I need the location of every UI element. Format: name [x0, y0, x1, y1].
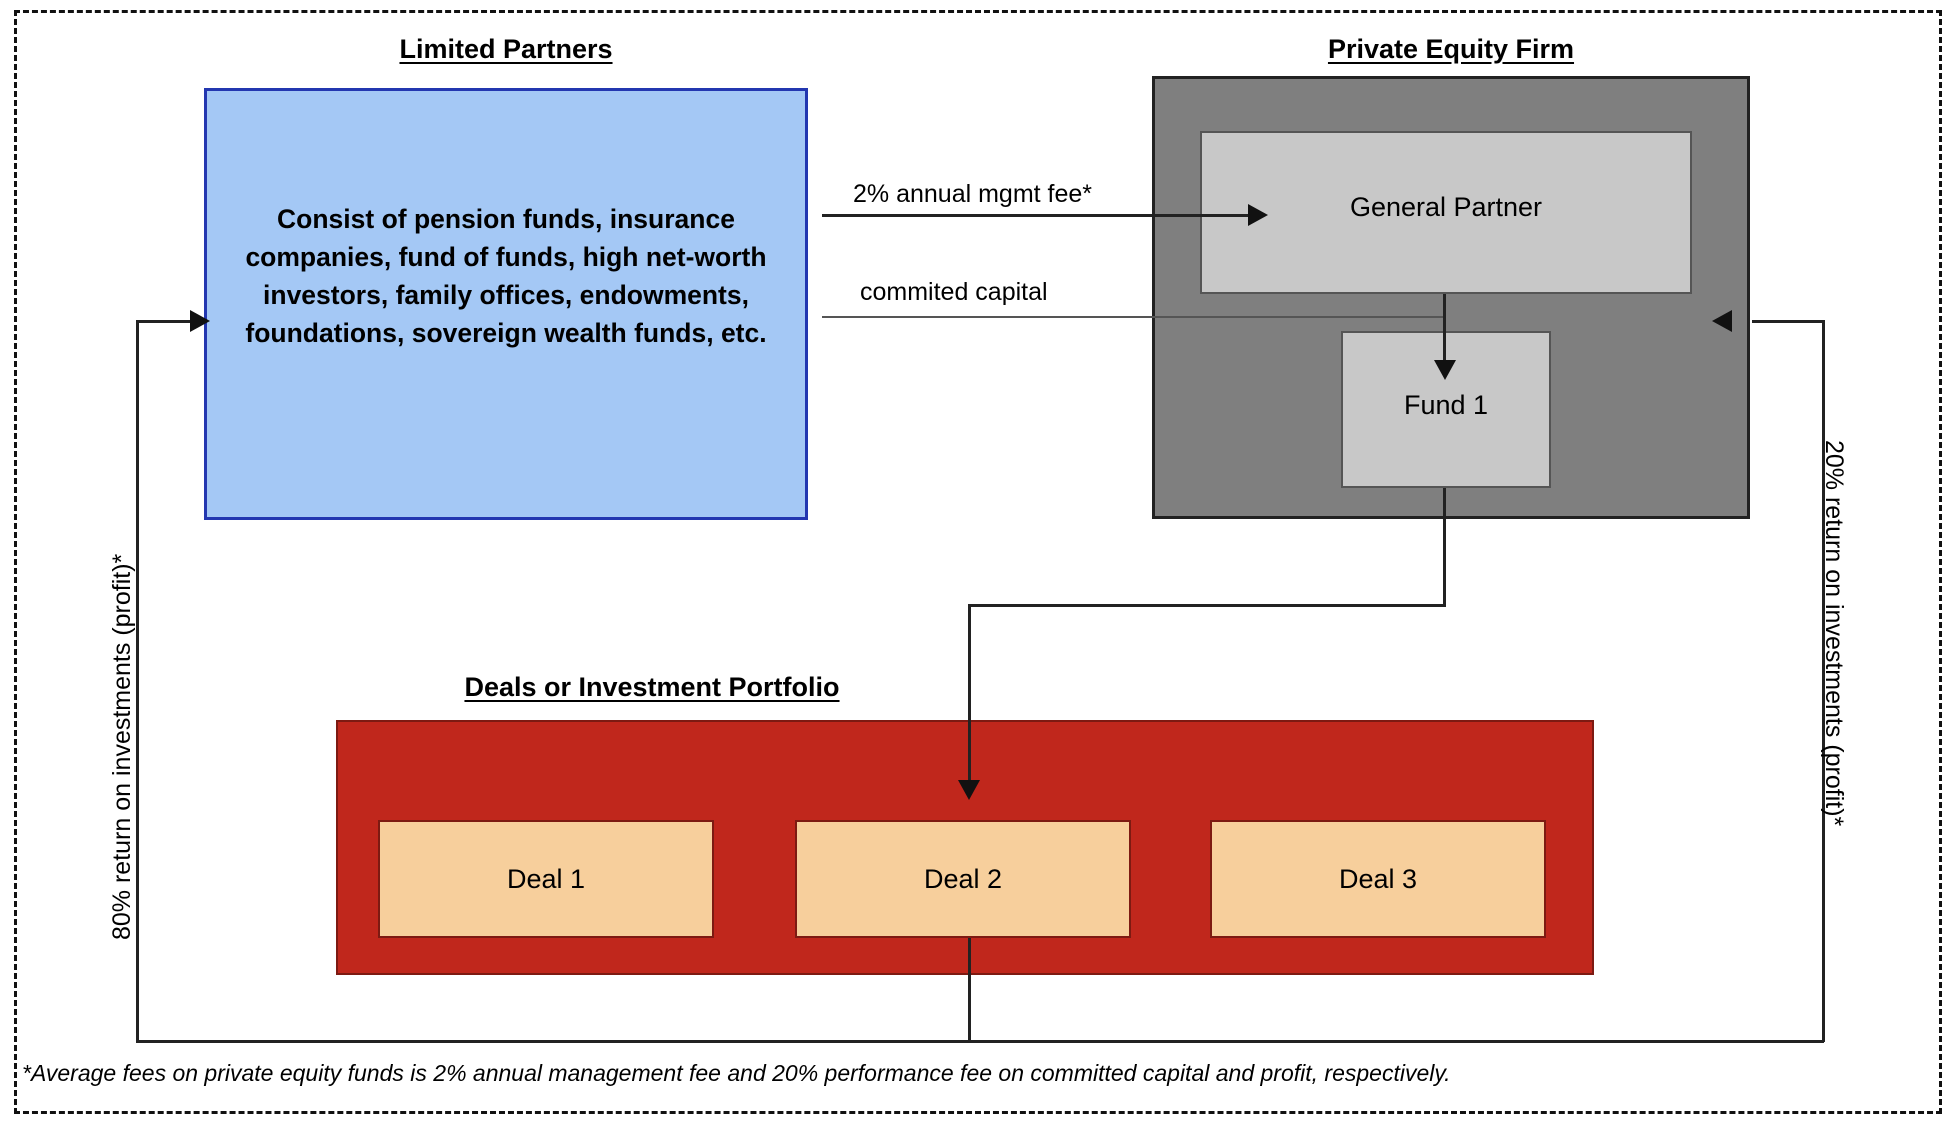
edge-arrow-mgmt-fee — [1248, 204, 1268, 226]
limited-partners-box — [204, 88, 808, 520]
edge-line-fund-down — [1443, 488, 1446, 606]
general-partner-box — [1200, 131, 1692, 294]
edge-label-committed-capital: commited capital — [860, 278, 1048, 306]
private-equity-firm-title: Private Equity Firm — [1327, 34, 1575, 64]
fund-1-label: Fund 1 — [1403, 390, 1489, 420]
edge-line-return-bottom-right — [968, 1040, 1824, 1043]
edge-label-gp-return: 20% return on investments (profit)* — [1820, 440, 1848, 827]
edge-line-return-down — [968, 938, 971, 1042]
limited-partners-description: Consist of pension funds, insurance comp… — [245, 204, 767, 348]
diagram-outer-border — [14, 10, 1942, 1114]
general-partner-label: General Partner — [1349, 192, 1543, 222]
deal-box-1: Deal 1 — [378, 820, 714, 938]
fund-1-box — [1341, 331, 1551, 488]
edge-line-return-bottom-left — [136, 1040, 970, 1043]
edge-line-committed-capital — [822, 316, 1444, 318]
edge-line-mgmt-fee — [822, 214, 1256, 217]
deal-box-2: Deal 2 — [795, 820, 1131, 938]
edge-line-fund-across — [968, 604, 1446, 607]
edge-line-return-left-vertical — [136, 320, 139, 1042]
edge-arrow-return-into-lp — [190, 310, 210, 332]
edge-label-mgmt-fee: 2% annual mgmt fee* — [853, 180, 1093, 208]
edge-label-lp-return: 80% return on investments (profit)* — [108, 553, 136, 940]
edge-line-return-into-pe — [1752, 320, 1824, 323]
deal-box-3: Deal 3 — [1210, 820, 1546, 938]
edge-line-return-into-lp — [136, 320, 198, 323]
deals-portfolio-title: Deals or Investment Portfolio — [464, 672, 840, 702]
edge-line-return-right-vertical — [1822, 320, 1825, 1042]
edge-arrow-gp-to-fund — [1434, 360, 1456, 380]
edge-line-into-deal2 — [968, 604, 971, 790]
limited-partners-title: Limited Partners — [399, 34, 613, 64]
edge-line-gp-to-fund — [1443, 294, 1446, 366]
edge-arrow-return-into-pe — [1712, 310, 1732, 332]
footnote-text: *Average fees on private equity funds is… — [22, 1060, 1451, 1086]
edge-arrow-into-deal2 — [958, 780, 980, 800]
